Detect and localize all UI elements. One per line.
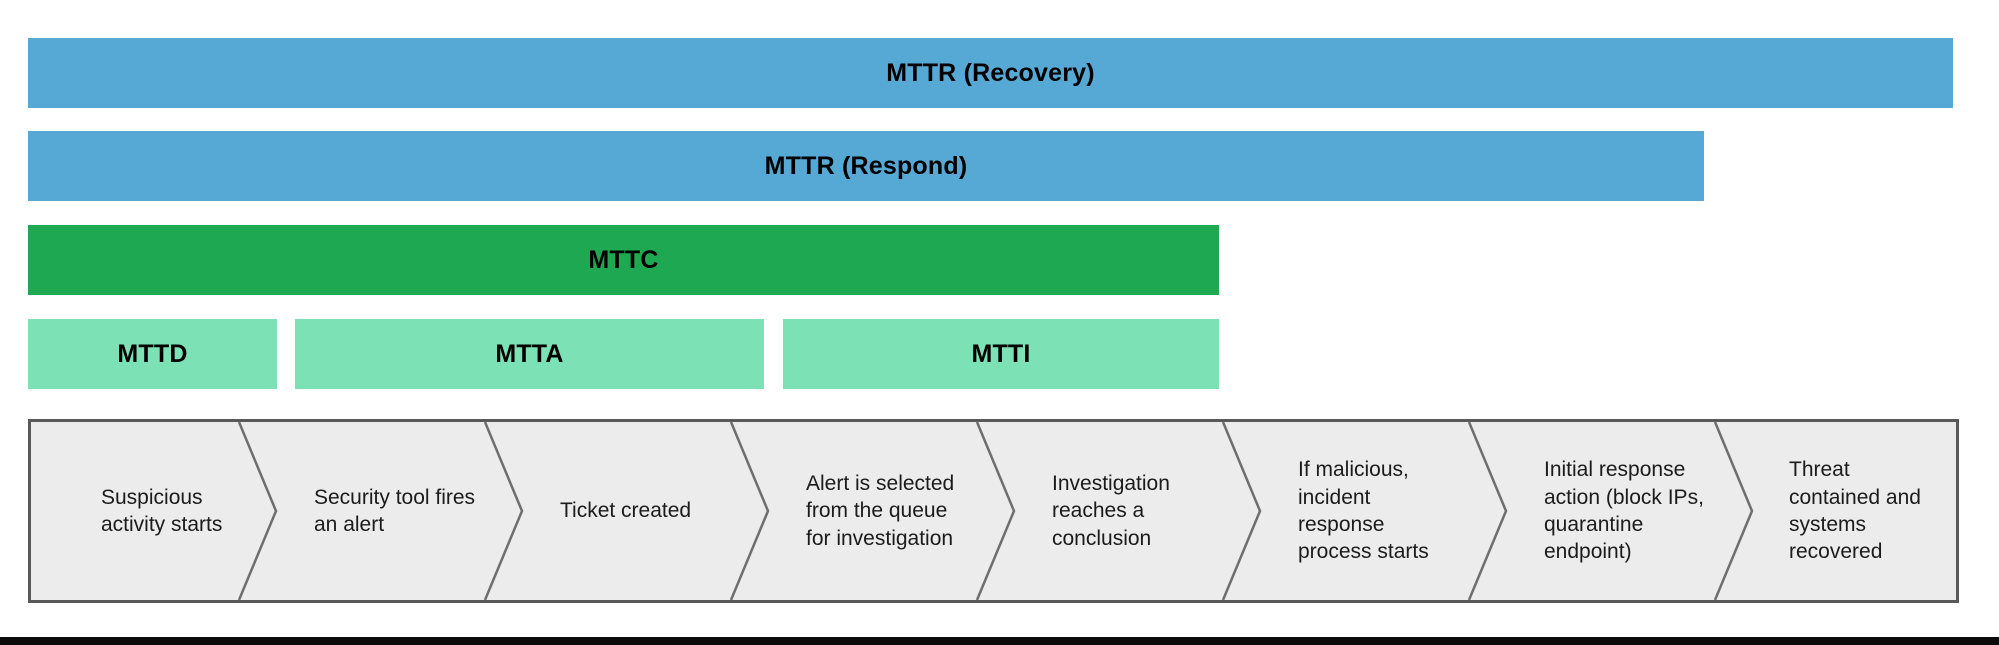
flow-step-6: If malicious, incident response process … [1298,422,1448,600]
bar-mttd-label: MTTD [117,339,188,368]
bar-mttr-recovery-label: MTTR (Recovery) [886,58,1095,87]
bar-mtta: MTTA [295,319,764,389]
bar-mtti-label: MTTI [971,339,1031,368]
flow-step-1-label: Suspicious activity starts [101,485,223,536]
chevron-divider-icon [1467,422,1508,600]
chevron-dividers [237,422,1754,600]
flow-step-8-label: Threat contained and systems recovered [1789,458,1921,564]
bar-mtti: MTTI [783,319,1219,389]
bar-mttr-respond-label: MTTR (Respond) [764,151,968,180]
bar-mttr-recovery: MTTR (Recovery) [28,38,1953,108]
bar-mttd: MTTD [28,319,277,389]
incident-process-flow: Suspicious activity starts Security tool… [28,419,1959,603]
flow-step-3-label: Ticket created [560,499,692,523]
flow-step-8: Threat contained and systems recovered [1789,422,1929,600]
bar-mttc: MTTC [28,225,1219,295]
flow-step-3: Ticket created [560,422,735,600]
bar-mtta-label: MTTA [495,339,564,368]
bar-mttr-respond: MTTR (Respond) [28,131,1704,201]
flow-step-2: Security tool fires an alert [314,422,489,600]
chevron-divider-icon [1221,422,1262,600]
flow-step-4: Alert is selected from the queue for inv… [806,422,961,600]
chevron-divider-icon [237,422,278,600]
chevron-divider-icon [975,422,1016,600]
flow-step-1: Suspicious activity starts [101,422,226,600]
flow-step-2-label: Security tool fires an alert [314,485,476,536]
bar-mttc-label: MTTC [588,245,659,274]
bottom-edge-bar [0,637,1999,645]
flow-step-5-label: Investigation reaches a conclusion [1052,472,1170,550]
flow-step-7: Initial response action (block IPs, quar… [1544,422,1709,600]
flow-step-4-label: Alert is selected from the queue for inv… [806,472,955,550]
flow-step-5: Investigation reaches a conclusion [1052,422,1207,600]
chevron-divider-icon [729,422,770,600]
chevron-divider-icon [1713,422,1754,600]
flow-step-7-label: Initial response action (block IPs, quar… [1544,458,1704,564]
flow-step-6-label: If malicious, incident response process … [1298,458,1429,564]
chevron-divider-icon [483,422,524,600]
